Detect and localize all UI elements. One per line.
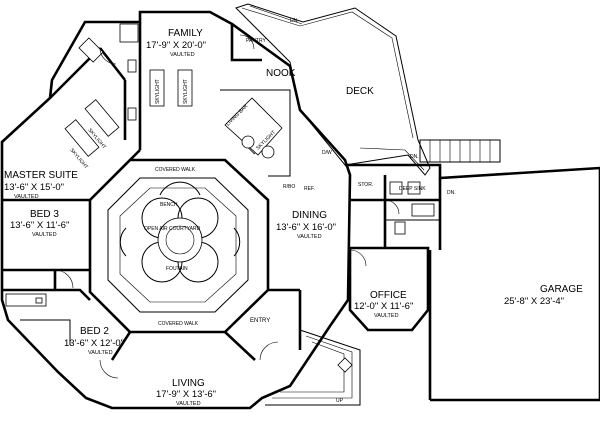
label-bench: BENCH — [160, 202, 178, 208]
room-garage-dims: 25'-8" X 23'-4" — [504, 296, 564, 307]
deck-steps — [419, 139, 501, 163]
label-rbo: R/BO — [283, 184, 295, 190]
annotations: PANTRY DN. DN. DN. COVERED WALK COVERED … — [68, 18, 455, 404]
room-nook: NOOK — [266, 68, 296, 79]
room-bed2-dims: 13'-6" X 12'-0" — [64, 338, 124, 349]
label-stor: STOR. — [358, 182, 373, 188]
label-skylight-1: SKYLIGHT — [155, 79, 161, 104]
label-dn-deck-bottom: DN. — [410, 154, 419, 160]
room-master-name: MASTER SUITE — [4, 170, 78, 181]
room-nook-name: NOOK — [266, 68, 296, 79]
room-bed2: BED 2 13'-6" X 12'-0" VAULTED — [64, 326, 124, 356]
room-living-name: LIVING — [172, 378, 205, 389]
label-dn-deck-top: DN. — [290, 18, 299, 24]
room-master-note: VAULTED — [14, 194, 39, 200]
room-dining: DINING 13'-6" X 16'-0" VAULTED — [276, 210, 336, 240]
room-deck-name: DECK — [346, 86, 374, 97]
room-family-dims: 17'-9" X 20'-0" — [146, 40, 206, 51]
room-family: FAMILY 17'-9" X 20'-0" VAULTED — [146, 28, 206, 58]
room-office: OFFICE 12'-0" X 11'-6" VAULTED — [354, 290, 413, 319]
room-family-note: VAULTED — [170, 52, 195, 58]
room-dining-note: VAULTED — [297, 234, 322, 240]
room-garage-name: GARAGE — [540, 284, 583, 295]
room-dining-dims: 13'-6" X 16'-0" — [276, 222, 336, 233]
main-building-walls — [0, 10, 352, 410]
room-office-name: OFFICE — [370, 290, 407, 301]
label-courtyard: OPEN AIR COURTYARD — [144, 226, 201, 232]
room-bed3: BED 3 13'-6" X 11'-6" VAULTED — [10, 209, 69, 238]
label-covered-walk-top: COVERED WALK — [155, 167, 196, 173]
room-family-name: FAMILY — [168, 28, 203, 39]
garage-wing-walls — [345, 163, 600, 402]
room-dining-name: DINING — [292, 210, 327, 221]
room-bed2-name: BED 2 — [80, 326, 109, 337]
room-bed3-name: BED 3 — [30, 209, 59, 220]
room-entry: ENTRY — [250, 318, 270, 324]
label-dn-garage: DN. — [447, 190, 456, 196]
label-fountain: FOUTAIN — [166, 266, 188, 272]
courtyard — [107, 177, 249, 313]
label-dw: D/W — [322, 150, 332, 156]
room-bed3-note: VAULTED — [32, 232, 57, 238]
room-entry-name: ENTRY — [250, 318, 270, 324]
room-living: LIVING 17'-9" X 13'-6" VAULTED — [156, 378, 216, 407]
bath-fixtures — [5, 23, 435, 307]
room-office-dims: 12'-0" X 11'-6" — [354, 301, 413, 312]
room-office-note: VAULTED — [374, 313, 399, 319]
room-bed2-note: VAULTED — [88, 350, 113, 356]
label-skylight-2: SKYLIGHT — [183, 79, 189, 104]
entry-porch — [265, 329, 361, 406]
label-ref: REF. — [304, 186, 315, 192]
label-up: UP — [336, 398, 344, 404]
kitchen-island — [224, 97, 283, 159]
label-deep-sink: DEEP SINK — [399, 186, 426, 192]
room-garage: GARAGE 25'-8" X 23'-4" — [504, 284, 583, 307]
room-living-note: VAULTED — [176, 401, 201, 407]
room-master: MASTER SUITE 13'-6" X 15'-0" VAULTED — [4, 170, 78, 200]
door-swings — [54, 34, 400, 379]
label-covered-walk-bottom: COVERED WALK — [158, 321, 199, 327]
room-living-dims: 17'-9" X 13'-6" — [156, 389, 216, 400]
label-pantry: PANTRY — [246, 38, 266, 44]
room-master-dims: 13'-6" X 15'-0" — [4, 182, 64, 193]
room-bed3-dims: 13'-6" X 11'-6" — [10, 220, 69, 231]
room-deck: DECK — [346, 86, 374, 97]
